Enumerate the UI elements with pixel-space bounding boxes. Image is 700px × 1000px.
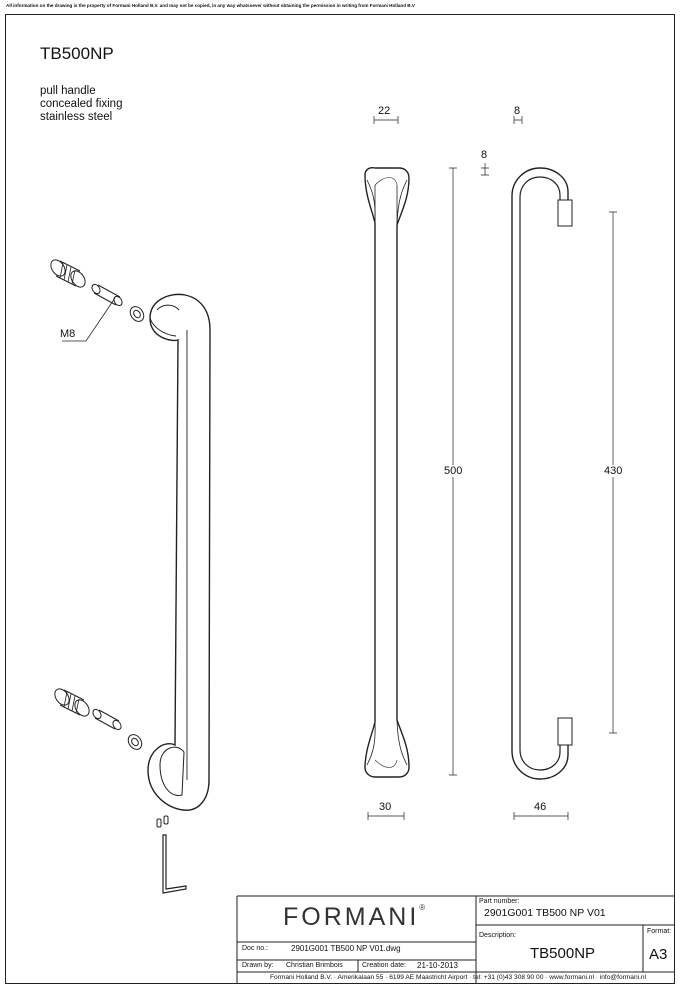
creation-date-value: 21-10-2013 xyxy=(417,961,458,970)
top-pin xyxy=(91,283,123,307)
part-number-label: Part number: xyxy=(479,898,520,905)
side-post-offset: 8 xyxy=(481,149,488,161)
side-top-thickness: 8 xyxy=(514,105,521,117)
bottom-nut xyxy=(127,734,143,750)
format-value: A3 xyxy=(649,946,668,963)
front-height: 500 xyxy=(444,465,463,477)
description-line-1: pull handle xyxy=(40,85,96,97)
bottom-set-screw xyxy=(54,688,90,717)
format-label: Format: xyxy=(647,928,672,935)
side-depth: 46 xyxy=(534,801,547,813)
model-title: TB500NP xyxy=(40,44,114,63)
doc-no-value: 2901G001 TB500 NP V01.dwg xyxy=(291,944,401,953)
side-center-distance: 430 xyxy=(604,465,623,477)
doc-no-label: Doc no.: xyxy=(242,945,269,952)
front-view xyxy=(364,167,410,778)
creation-date-label: Creation date: xyxy=(362,962,406,969)
title-block-lines xyxy=(236,895,675,984)
front-dimensions xyxy=(367,116,457,820)
copyright-notice: All information on the drawing is the pr… xyxy=(6,3,415,8)
drawing-frame xyxy=(5,14,675,984)
description-value: TB500NP xyxy=(530,945,596,962)
drawn-by-value: Christian Brimbois xyxy=(286,962,343,969)
drawn-by-label: Drawn by: xyxy=(242,962,274,969)
side-view xyxy=(511,167,573,780)
top-set-screw xyxy=(50,259,86,288)
brand-logo: FORMANI® xyxy=(283,903,426,931)
front-bottom-width: 30 xyxy=(379,801,392,813)
thread-size-label: M8 xyxy=(60,328,76,340)
grub-screws xyxy=(156,815,169,828)
side-dimensions xyxy=(481,116,617,820)
description-line-2: concealed fixing xyxy=(40,98,123,110)
front-top-width: 22 xyxy=(378,105,391,117)
allen-key xyxy=(162,834,187,894)
bottom-pin xyxy=(92,708,122,731)
exploded-view xyxy=(50,259,211,894)
description-label: Description: xyxy=(479,932,516,939)
top-nut xyxy=(129,306,145,322)
company-footer: Formani Holland B.V. · Amerikalaan 55 · … xyxy=(270,974,647,981)
part-number-value: 2901G001 TB500 NP V01 xyxy=(484,907,606,919)
handle-body xyxy=(147,293,211,811)
description-line-3: stainless steel xyxy=(40,111,113,123)
